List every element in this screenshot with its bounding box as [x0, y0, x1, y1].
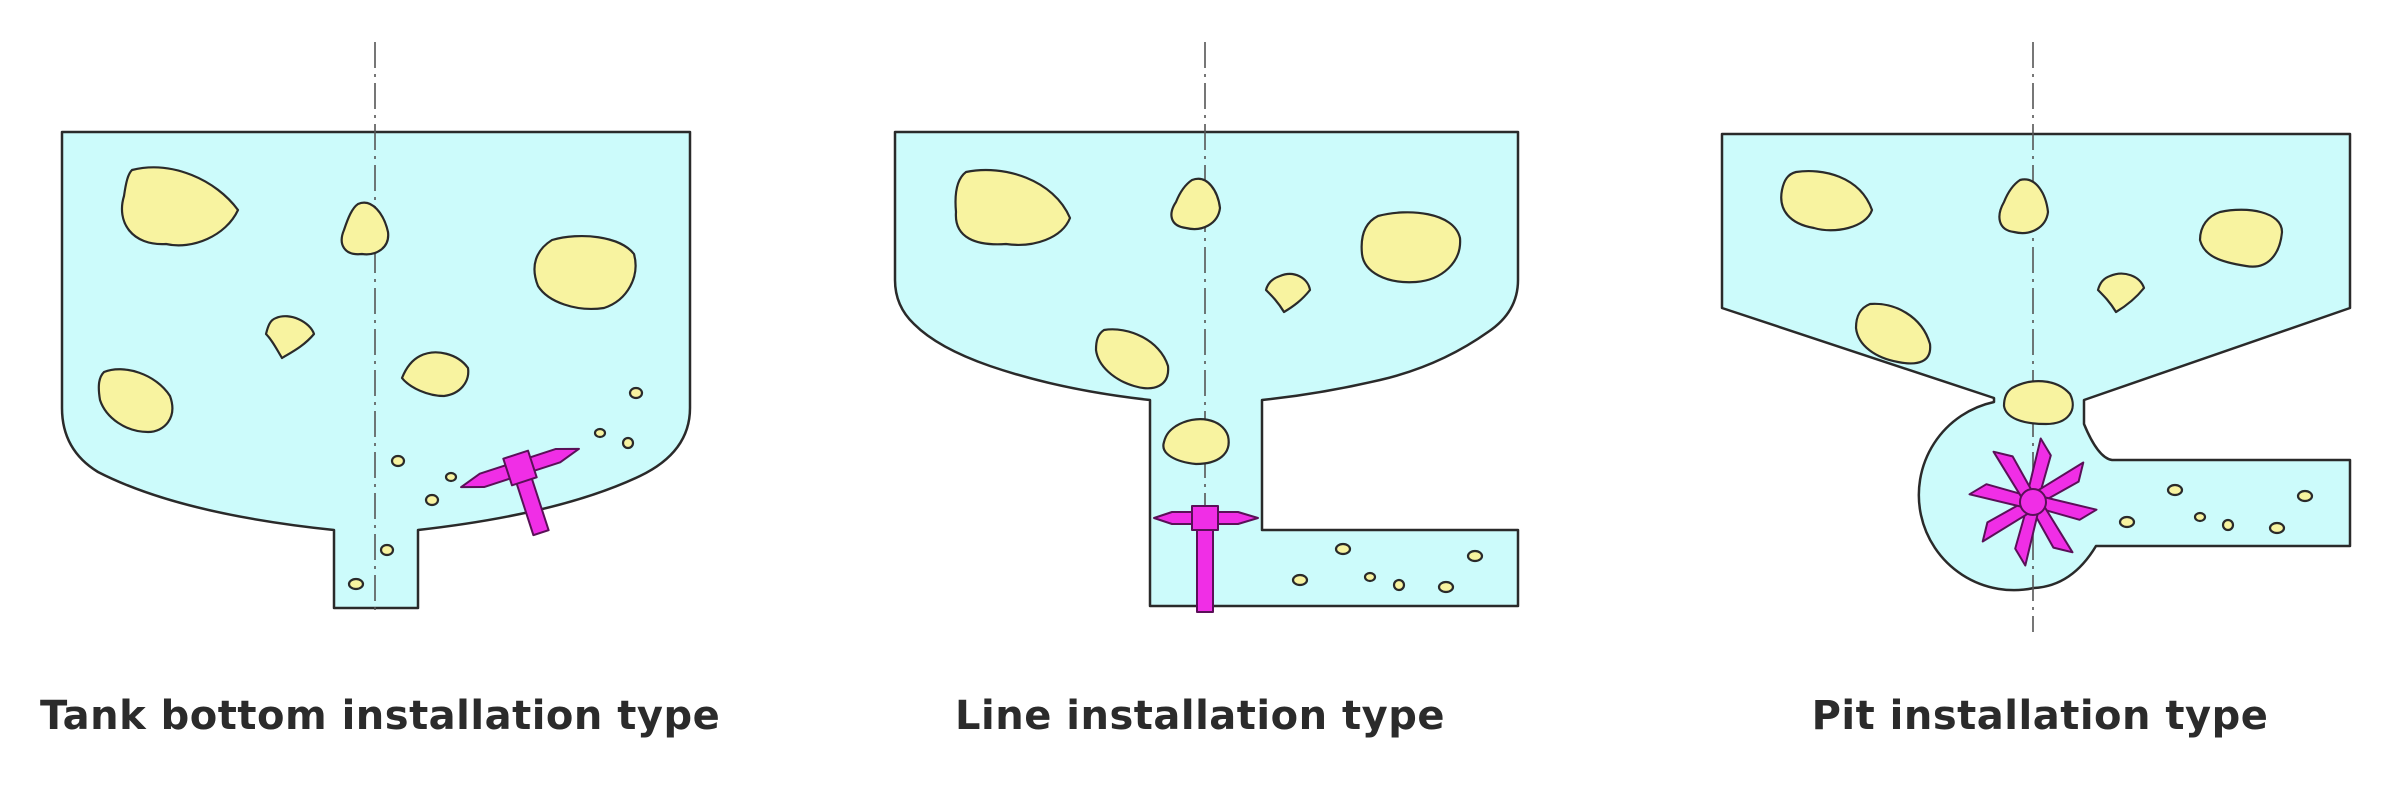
- particle: [264, 315, 316, 360]
- particle: [1780, 169, 1874, 232]
- line-mixer-rotor: [1153, 505, 1259, 613]
- small-particle: [1291, 573, 1309, 587]
- small-particle: [390, 454, 406, 468]
- particle: [1360, 211, 1462, 284]
- particle: [533, 234, 637, 310]
- rotor-hub: [1191, 505, 1219, 531]
- tank-bottom-mixer-rotor: [460, 447, 580, 537]
- particle: [1854, 302, 1932, 365]
- small-particle: [424, 493, 440, 507]
- small-particle: [2193, 511, 2207, 523]
- small-particle: [621, 436, 635, 450]
- particle: [2096, 272, 2146, 314]
- pit-impeller-rotor: [1968, 437, 2098, 567]
- particle: [97, 368, 174, 434]
- small-particle: [1466, 549, 1484, 563]
- small-particle: [2268, 521, 2286, 535]
- small-particle: [2118, 515, 2136, 529]
- particle: [400, 351, 470, 398]
- small-particle: [1334, 542, 1352, 556]
- impeller-hub: [2019, 488, 2047, 516]
- small-particle: [1437, 580, 1455, 594]
- particle: [340, 201, 390, 256]
- panel-pit: [1720, 42, 2352, 632]
- small-particle: [2221, 518, 2235, 532]
- particle: [2002, 380, 2074, 426]
- particle: [1264, 272, 1312, 314]
- small-particle: [2296, 489, 2314, 503]
- small-particle: [1392, 578, 1406, 592]
- small-particle: [1363, 571, 1377, 583]
- particle: [2198, 208, 2284, 268]
- particle: [1094, 328, 1170, 390]
- small-particle: [347, 577, 365, 591]
- small-particle: [2166, 483, 2184, 497]
- rotor-hub: [502, 449, 538, 487]
- small-particle: [628, 386, 644, 400]
- particle: [1170, 177, 1222, 231]
- particle: [954, 168, 1072, 246]
- small-particle: [593, 427, 607, 439]
- particle: [1998, 178, 2050, 235]
- small-particle: [379, 543, 395, 557]
- particle: [1162, 418, 1230, 466]
- caption-line-installation: Line installation type: [955, 693, 1445, 739]
- panel-tank-bottom: [60, 42, 692, 610]
- caption-pit-installation: Pit installation type: [1811, 693, 2269, 739]
- particle: [120, 166, 240, 247]
- rotor-shaft: [1196, 525, 1214, 613]
- small-particle: [444, 471, 458, 483]
- caption-tank-bottom-installation: Tank bottom installation type: [40, 693, 721, 739]
- pit-vessel: [1720, 132, 2352, 592]
- panel-line: [893, 42, 1520, 613]
